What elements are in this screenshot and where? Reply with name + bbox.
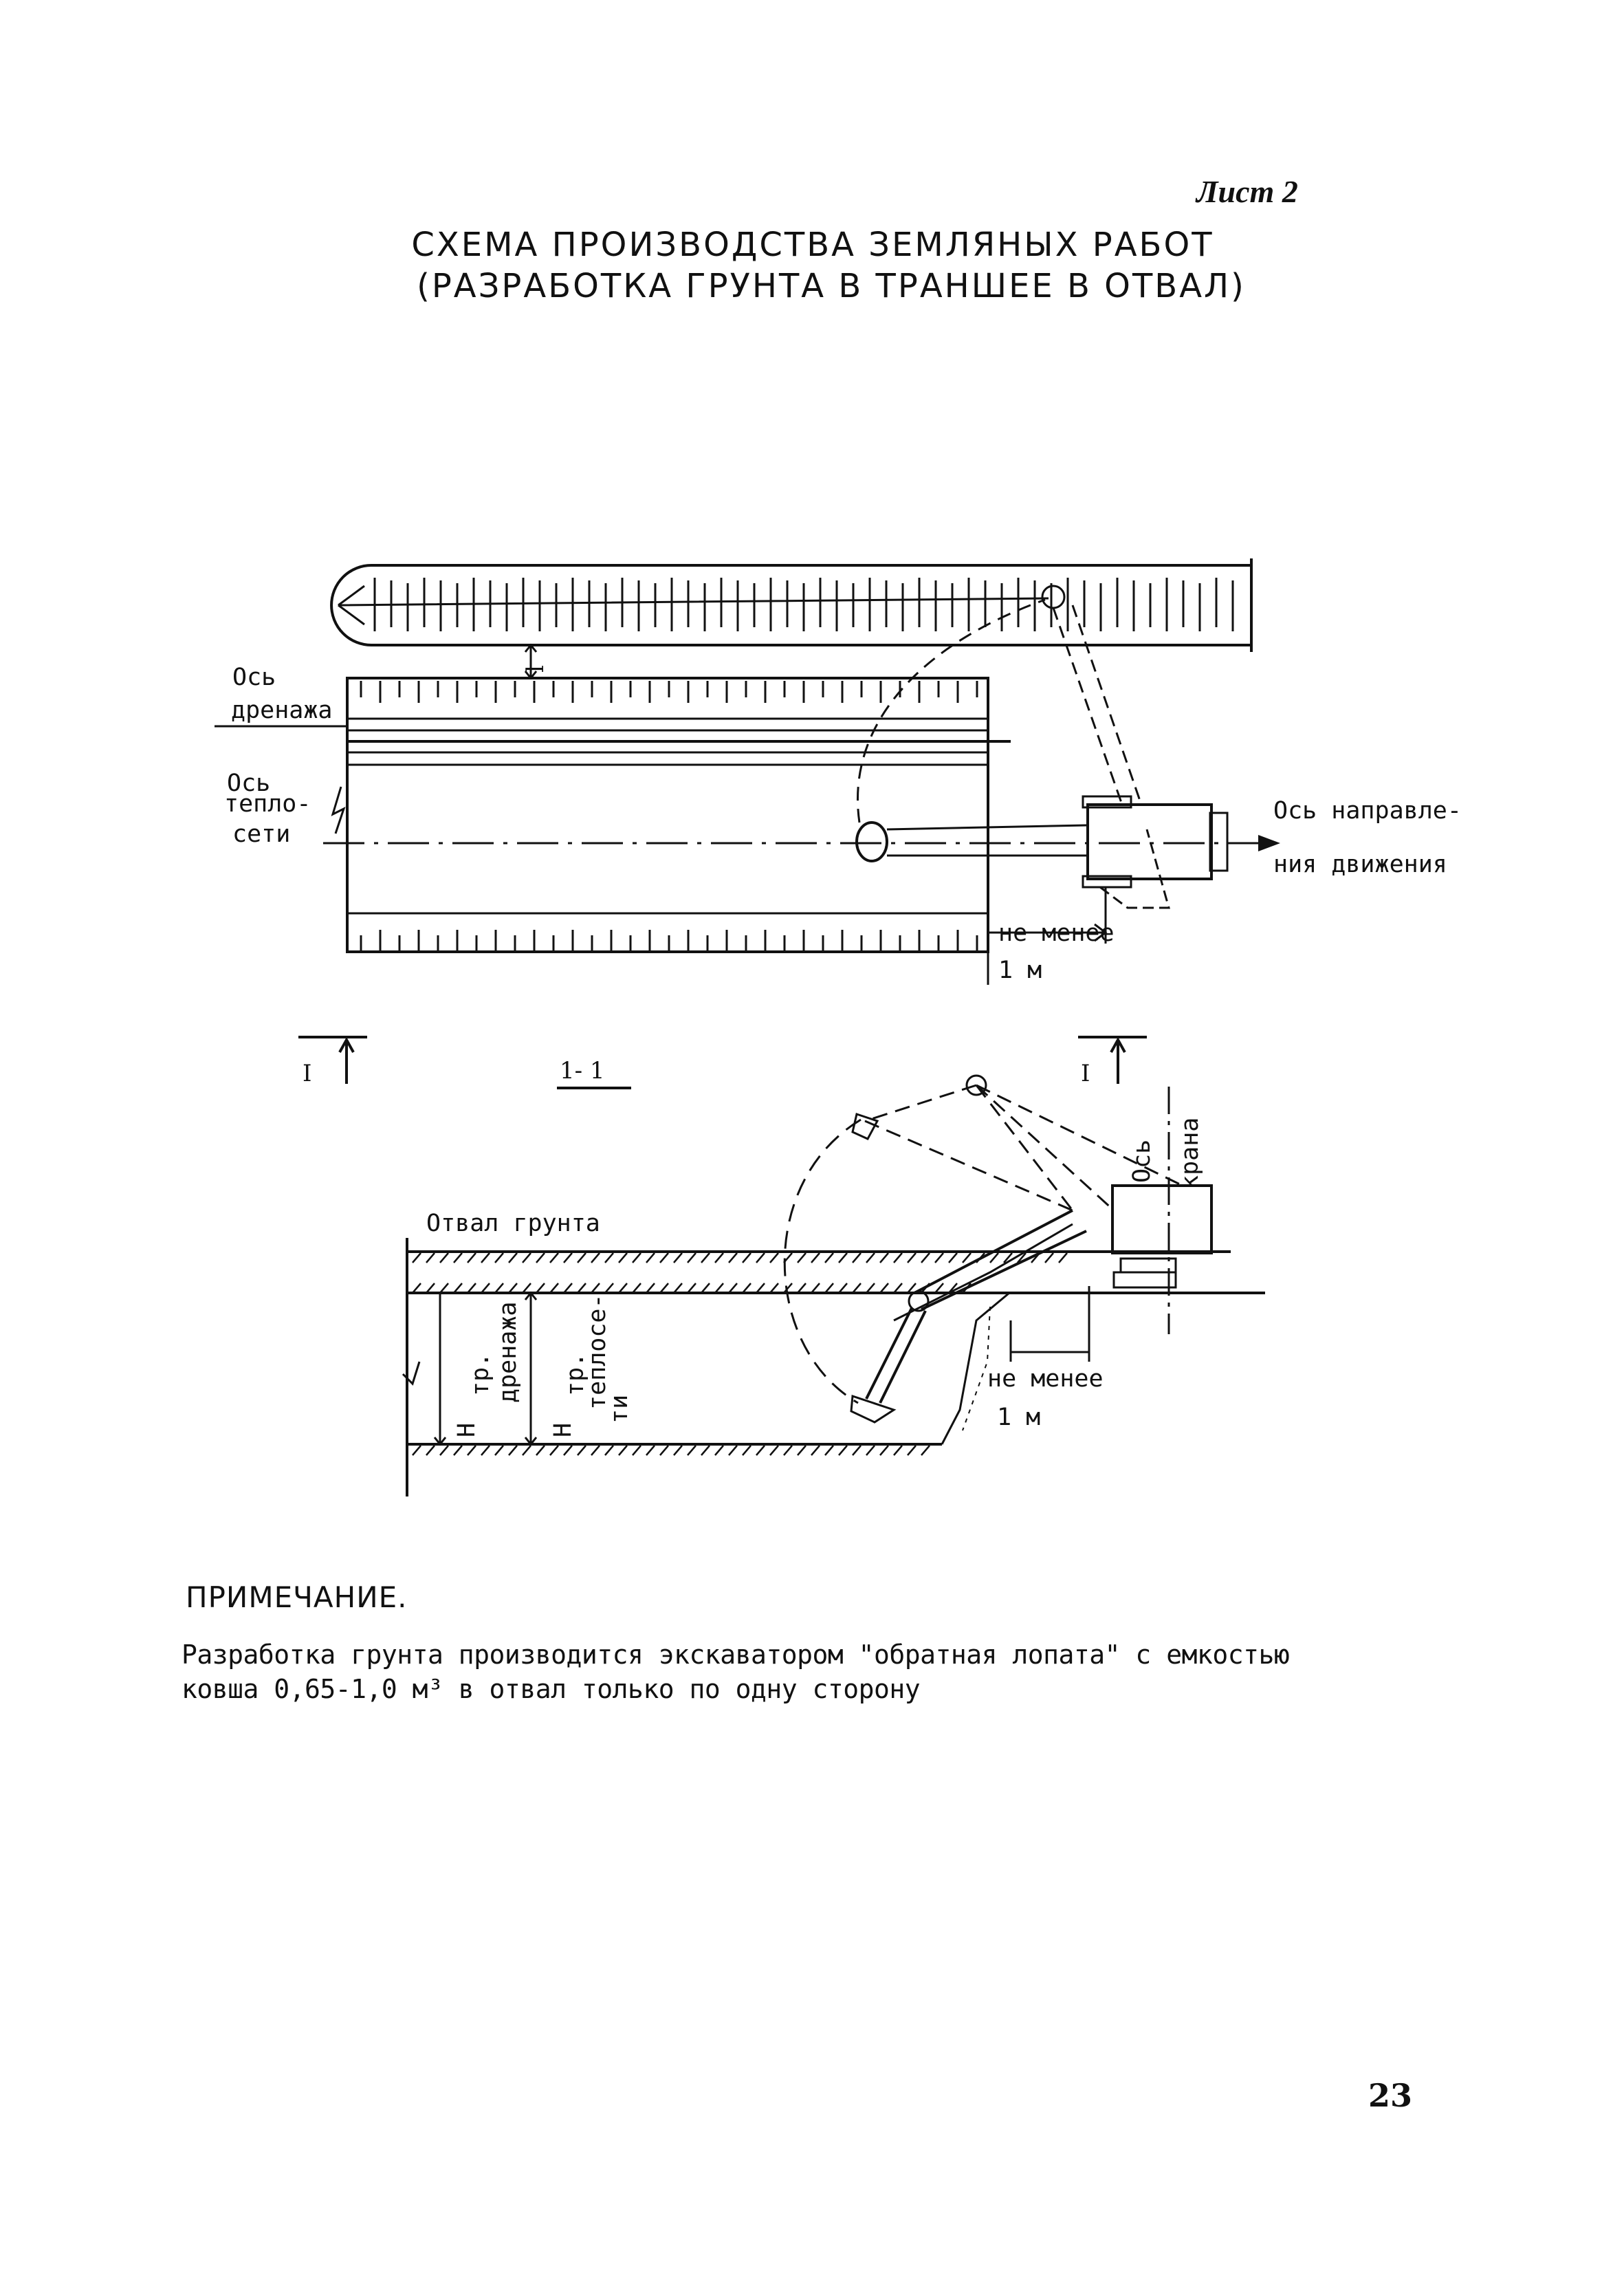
title-line-1: СХЕМА ПРОИЗВОДСТВА ЗЕМЛЯНЫХ РАБОТ bbox=[411, 226, 1214, 264]
cut-label-left: I bbox=[303, 1060, 311, 1087]
h-drain-sub: тр. bbox=[467, 1353, 494, 1396]
drainage-axis-label-1: Ось bbox=[232, 664, 276, 691]
h-heat-sub2: теплосе- bbox=[584, 1294, 611, 1410]
ground-hatch-mid bbox=[412, 1283, 972, 1294]
dim-l-label: l bbox=[522, 665, 549, 673]
trench-bottom-ticks bbox=[360, 930, 978, 950]
h-drain-sub2: дренажа bbox=[494, 1301, 522, 1403]
min-distance-plan-1: не менее bbox=[998, 919, 1115, 947]
ground-hatch-top bbox=[412, 1252, 1068, 1263]
cut-marker-right bbox=[1078, 1036, 1147, 1084]
spoil-heap-plan bbox=[330, 564, 1251, 646]
crane-axis-label-1: Ось bbox=[1128, 1140, 1156, 1183]
trench-plan bbox=[346, 677, 989, 953]
min-distance-plan-2: 1 м bbox=[998, 957, 1042, 984]
direction-axis-label-1: Ось направле- bbox=[1273, 797, 1462, 825]
spoil-heap-ticks bbox=[373, 578, 1234, 631]
note-heading: ПРИМЕЧАНИЕ. bbox=[186, 1580, 408, 1614]
min-distance-section-1: не менее bbox=[987, 1365, 1104, 1393]
h-heat-sub3: ти bbox=[606, 1395, 633, 1424]
trench-top-ticks bbox=[360, 681, 978, 703]
h-heat-sub: тр. bbox=[562, 1353, 589, 1396]
section-title: 1- 1 bbox=[560, 1057, 605, 1085]
drainage-pipe bbox=[347, 729, 1011, 766]
title-line-2: (РАЗРАБОТКА ГРУНТА В ТРАНШЕЕ В ОТВАЛ) bbox=[417, 267, 1246, 305]
h-heat-label: H bbox=[549, 1423, 577, 1437]
cut-label-right: I bbox=[1081, 1060, 1090, 1087]
crane-axis-label-2: крана bbox=[1176, 1118, 1204, 1190]
cut-marker-left bbox=[298, 1036, 367, 1084]
drainage-axis-label-2: дренажа bbox=[231, 697, 333, 724]
plan-view bbox=[215, 558, 1280, 985]
excavator-plan bbox=[855, 585, 1229, 909]
excavator-section bbox=[783, 1074, 1213, 1424]
h-drain-label: H bbox=[453, 1423, 481, 1437]
cross-section bbox=[298, 1036, 1265, 1496]
heat-axis-label-2: тепло- bbox=[224, 790, 311, 818]
min-distance-section-2: 1 м bbox=[997, 1404, 1040, 1431]
page-number: 23 bbox=[1368, 2077, 1413, 2114]
spoil-heap-label: Отвал грунта bbox=[426, 1210, 600, 1237]
direction-axis-label-2: ния движения bbox=[1273, 851, 1447, 878]
heat-axis-label-1: Ось bbox=[227, 770, 270, 797]
note-line-1: Разработка грунта производится экскавато… bbox=[182, 1640, 1290, 1670]
sheet-label: Лист 2 bbox=[1196, 174, 1298, 209]
ground-hatch-bottom bbox=[412, 1445, 930, 1456]
note-line-2: ковша 0,65-1,0 м³ в отвал только по одну… bbox=[182, 1674, 921, 1704]
heat-axis-label-3: сети bbox=[232, 820, 290, 848]
